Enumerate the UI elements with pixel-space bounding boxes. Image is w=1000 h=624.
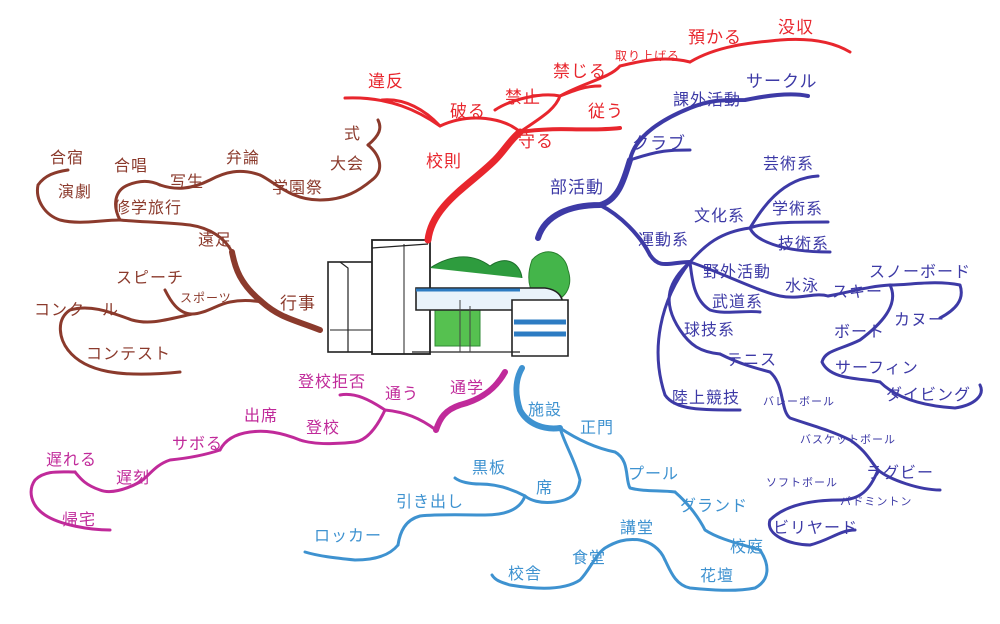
facilities-kadan-node: 花壇 [700,566,735,585]
rules-title-node: 校則 [426,152,462,172]
rules-yaburu-node: 破る [450,102,486,122]
events-contest-node: コンテスト [86,344,172,363]
rules-azukaru-node: 預かる [688,28,742,48]
activities-geijutsu-node: 芸術系 [763,154,815,173]
rules-bosshu-node: 没収 [778,18,814,38]
activities-canoe-node: カヌー [894,310,946,329]
activities-surfin-node: サーフィン [835,358,919,377]
events-sports-node: スポーツ [180,291,232,305]
attendance-kitaku-node: 帰宅 [62,510,97,529]
rules-shitagau-node: 従う [588,102,624,122]
activities-gakujutsu-node: 学術系 [772,199,824,218]
events-concours-node: コンクール [34,300,120,319]
events-title-node: 行事 [280,294,316,314]
events-shugaku-node: 修学旅行 [114,198,183,217]
rules-toriageru-node: 取り上げる [615,49,681,63]
activities-rikujo-node: 陸上競技 [672,388,741,407]
events-branch [35,118,382,376]
events-speech-node: スピーチ [116,268,185,287]
facilities-shokudo-node: 食堂 [572,548,607,567]
events-shasei-node: 写生 [170,172,205,191]
events-ensoku-node: 遠足 [198,230,233,249]
events-benron-node: 弁論 [226,148,261,167]
activities-softball-node: ソフトボール [766,476,838,489]
activities-budou-node: 武道系 [712,292,764,311]
activities-kagai-node: 課外活動 [673,90,742,109]
activities-billiards-node: ビリヤード [773,518,859,537]
attendance-title-node: 通学 [450,378,485,397]
activities-bunka-node: 文化系 [694,206,746,225]
activities-title-node: 部活動 [550,178,604,198]
events-gakuensai-node: 学園祭 [272,178,324,197]
activities-badminton-node: バドミントン [840,495,913,508]
facilities-kodo-node: 講堂 [620,518,655,537]
activities-basketball-node: バスケットボール [800,433,896,446]
events-gassho-node: 合唱 [114,156,149,175]
attendance-tokokyohi-node: 登校拒否 [298,372,367,391]
facilities-kotei-node: 校庭 [730,537,765,556]
facilities-kokuban-node: 黒板 [472,458,507,477]
activities-ski-node: スキー [832,282,884,301]
attendance-branch [29,369,508,532]
facilities-kosha-node: 校舎 [508,564,543,583]
attendance-kayou-node: 通う [385,384,420,403]
facilities-locker-node: ロッカー [314,526,383,545]
activities-circle-node: サークル [746,72,818,92]
events-shiki-node: 式 [344,124,362,143]
events-taikai-node: 大会 [330,154,365,173]
activities-boat-node: ボート [834,322,886,341]
attendance-okureru-node: 遅れる [46,450,98,469]
attendance-shusseki-node: 出席 [244,406,279,425]
attendance-chikoku-node: 遅刻 [116,468,151,487]
rules-mamoru-node: 守る [518,132,554,152]
facilities-hikidashi-node: 引き出し [396,492,465,511]
activities-suiei-node: 水泳 [785,276,820,295]
facilities-seimon-node: 正門 [580,418,615,437]
activities-undou-node: 運動系 [638,230,690,249]
facilities-ground-node: グランド [680,496,749,515]
activities-club-node: クラブ [632,134,686,154]
activities-kyugi-node: 球技系 [684,320,736,339]
attendance-toko-node: 登校 [306,418,341,437]
rules-kinjiru-node: 禁じる [553,62,607,82]
activities-tennis-node: テニス [726,350,778,369]
school-building-icon [327,239,571,357]
activities-diving-node: ダイビング [886,385,972,404]
activities-yagai-node: 野外活動 [703,262,772,281]
rules-branch [343,37,852,244]
events-gasshuku-node: 合宿 [50,148,85,167]
attendance-saboru-node: サボる [172,434,224,453]
facilities-seki-node: 席 [536,478,554,497]
rules-kinshi-node: 禁止 [505,88,541,108]
facilities-branch [303,365,769,592]
activities-gijutsu-node: 技術系 [778,234,830,253]
activities-branch [535,92,983,547]
rules-ihan-node: 違反 [368,72,404,92]
facilities-title-node: 施設 [528,400,563,419]
activities-rugby-node: ラグビー [866,463,935,482]
events-engeki-node: 演劇 [58,182,93,201]
facilities-pool-node: プール [628,464,680,483]
activities-snowboard-node: スノーボード [869,262,972,281]
activities-volleyball-node: バレーボール [763,395,835,408]
